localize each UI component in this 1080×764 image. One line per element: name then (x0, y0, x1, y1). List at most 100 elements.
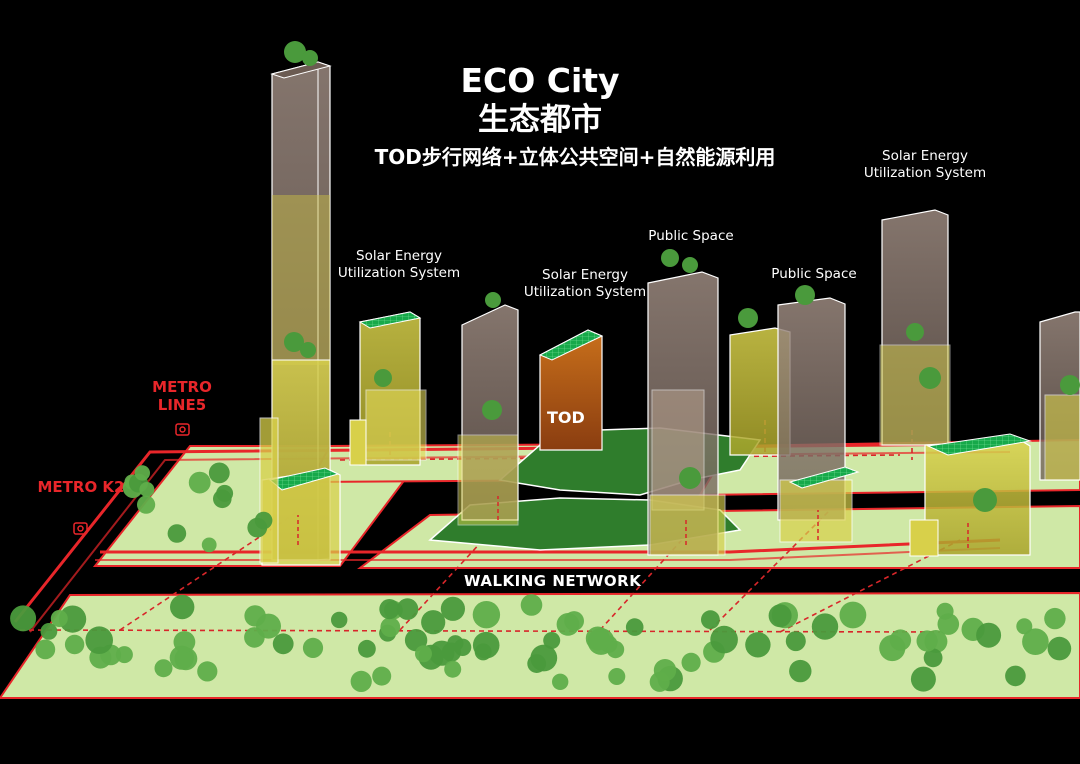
label-metro-line5: METRO LINE5 (152, 378, 212, 414)
tree (244, 627, 265, 648)
tree (415, 645, 432, 663)
tree (976, 622, 1002, 648)
tree (738, 308, 758, 328)
tree (768, 604, 792, 628)
tree (379, 599, 400, 620)
tree (139, 482, 155, 497)
tree (50, 610, 68, 627)
label-walking-network: WALKING NETWORK (464, 572, 642, 590)
tree (10, 605, 37, 632)
tree (745, 632, 771, 658)
tree (839, 601, 867, 629)
tree (701, 610, 720, 630)
tree (284, 332, 304, 352)
tree (188, 471, 211, 494)
tree (625, 618, 644, 636)
tree (653, 659, 677, 682)
tree (154, 659, 173, 678)
label-tod: TOD (547, 408, 585, 427)
tree (59, 605, 87, 633)
tree (936, 602, 954, 620)
solar-building-1 (349, 311, 427, 466)
tree (527, 654, 547, 673)
tree (543, 632, 561, 649)
walking-path (709, 509, 831, 631)
solar-roof (926, 433, 1032, 456)
buildings (259, 61, 1080, 566)
tree (606, 640, 625, 659)
solar-building-3 (879, 209, 1032, 557)
tree (372, 666, 392, 686)
tree (453, 638, 472, 656)
metro-icon (175, 423, 190, 436)
vertical-circulation (297, 496, 969, 548)
trees (10, 462, 1072, 693)
tree (331, 611, 348, 629)
tree (1022, 628, 1049, 655)
tree (472, 631, 500, 659)
tree (302, 637, 324, 659)
subtitle: TOD步行网络+立体公共空间+自然能源利用 (374, 145, 776, 169)
roof-trees (284, 41, 1080, 512)
tree (201, 537, 217, 553)
tree (197, 661, 218, 682)
tree (444, 660, 462, 678)
tree (556, 613, 580, 636)
tree (272, 633, 294, 655)
tree (440, 596, 465, 621)
label-metro-k2: METRO K2 (37, 478, 125, 496)
tree (552, 673, 569, 690)
public-space-tower-1 (647, 271, 726, 556)
tree (681, 652, 701, 673)
tree (906, 323, 924, 341)
tree (254, 511, 273, 530)
tree (472, 601, 501, 629)
tree (213, 489, 232, 509)
tree (923, 648, 943, 668)
mid-building (729, 297, 860, 543)
walking-path (599, 519, 701, 631)
solar-roof (358, 311, 422, 329)
tree (879, 634, 906, 662)
tree (795, 285, 815, 305)
tree (1005, 665, 1026, 687)
tree (1044, 607, 1066, 630)
tree (608, 668, 626, 685)
tree (380, 617, 401, 637)
tree (350, 670, 372, 693)
tree (300, 342, 316, 358)
tree (919, 367, 941, 389)
tree (661, 249, 679, 267)
tree (137, 495, 156, 514)
tree (520, 594, 543, 616)
tree (173, 631, 196, 653)
metro-icon (73, 522, 88, 535)
tree (170, 594, 195, 620)
tree (1060, 375, 1080, 395)
tree (789, 659, 812, 683)
tree (64, 634, 85, 655)
tree (1047, 636, 1072, 661)
tree (134, 465, 150, 481)
tree (679, 467, 701, 489)
solar-roof (538, 329, 604, 361)
tree (85, 626, 113, 654)
tree (485, 292, 501, 308)
label-public-space-1: Public Space (648, 228, 734, 244)
tree (421, 610, 446, 635)
label-solar-1: Solar Energy Utilization System (337, 248, 461, 281)
tree (284, 41, 306, 63)
tree (167, 524, 187, 543)
far-right-building (1039, 311, 1080, 481)
tree (208, 462, 230, 484)
tree (358, 639, 376, 658)
tree (910, 666, 936, 692)
tree (973, 488, 997, 512)
tree (374, 369, 392, 387)
tree (40, 623, 58, 640)
tree (482, 400, 502, 420)
label-public-space-2: Public Space (771, 266, 857, 282)
walking-path (19, 629, 941, 633)
label-solar-2: Solar Energy Utilization System (523, 267, 647, 300)
tree (1016, 618, 1033, 635)
